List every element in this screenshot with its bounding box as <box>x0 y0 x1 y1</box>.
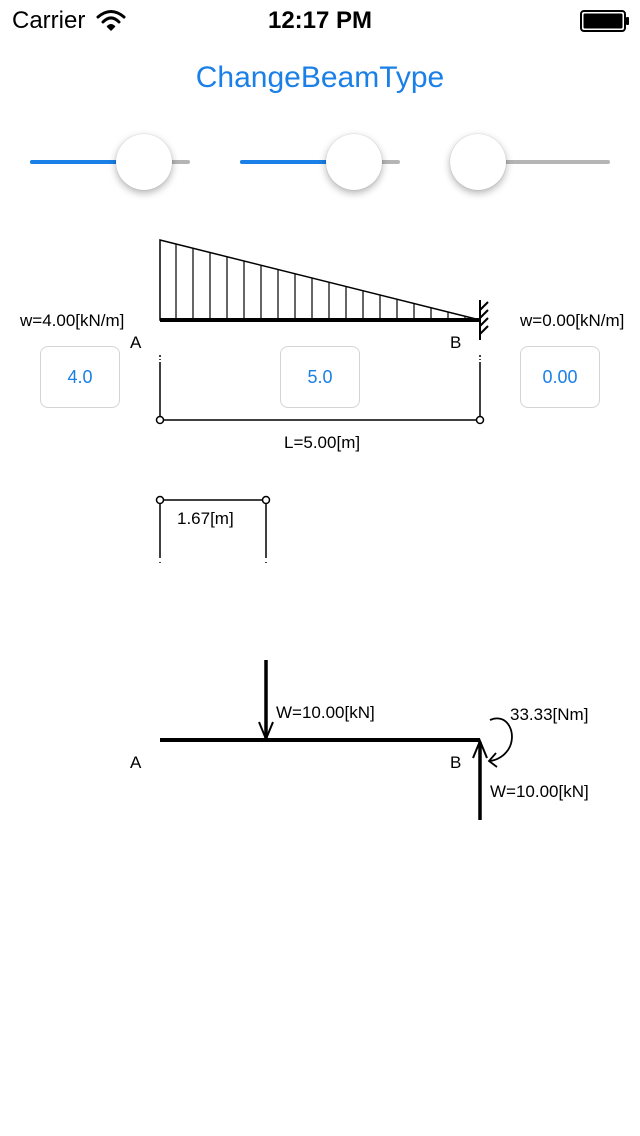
slider-fill <box>30 160 145 164</box>
right-load-slider[interactable] <box>450 132 610 192</box>
reaction-force-label: W=10.00[kN] <box>490 782 589 801</box>
left-load-input[interactable] <box>40 346 120 408</box>
reaction-arrowhead <box>472 738 488 759</box>
slider-thumb[interactable] <box>326 134 383 190</box>
slider-track <box>450 160 610 164</box>
resultant-load-label: W=10.00[kN] <box>276 703 375 722</box>
span-length-slider[interactable] <box>240 132 400 192</box>
slider-thumb[interactable] <box>450 134 506 190</box>
centroid-dimension <box>155 495 271 565</box>
node-b-label: B <box>450 333 462 352</box>
change-beam-type-button[interactable]: ChangeBeamType <box>0 56 640 100</box>
right-load-input[interactable] <box>520 346 600 408</box>
length-dimension <box>155 355 485 425</box>
reaction-node-b-label: B <box>450 753 462 772</box>
battery-icon <box>580 10 629 32</box>
moment-arrow-icon <box>487 717 513 768</box>
load-hatching <box>175 244 466 320</box>
clock-label: 12:17 PM <box>267 7 373 34</box>
fixed-support-icon <box>479 300 489 340</box>
wifi-icon <box>96 10 126 31</box>
distributed-load-triangle <box>159 239 481 321</box>
node-a-label: A <box>130 333 142 352</box>
moment-label: 33.33[Nm] <box>510 705 589 724</box>
slider-thumb[interactable] <box>116 134 173 190</box>
load-arrowhead <box>258 721 274 742</box>
left-load-slider[interactable] <box>30 132 190 192</box>
left-load-label: w=4.00[kN/m] <box>20 311 125 330</box>
centroid-distance-label: 1.67[m] <box>177 509 234 528</box>
length-label: L=5.00[m] <box>284 433 361 452</box>
slider-fill <box>240 160 355 164</box>
carrier-label: Carrier <box>12 7 86 34</box>
reaction-node-a-label: A <box>130 753 142 772</box>
right-load-label: w=0.00[kN/m] <box>520 311 625 330</box>
span-length-input[interactable] <box>280 346 360 408</box>
